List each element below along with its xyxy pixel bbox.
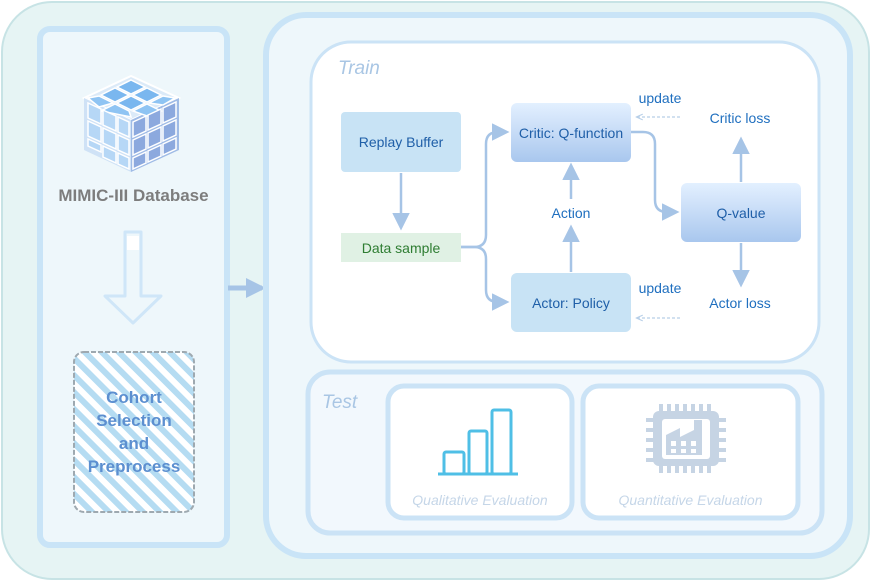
critic-update-label: update: [638, 90, 682, 106]
actor-node: [511, 273, 631, 332]
cohort-line-4: Preprocess: [87, 457, 181, 476]
cohort-label: Cohort Selection and Preprocess: [74, 352, 194, 512]
actor-label: Actor: Policy: [532, 294, 610, 311]
database-cube-icon: [81, 74, 182, 172]
cohort-box: [73, 351, 195, 513]
qualitative-card: [385, 383, 575, 521]
test-title: Test: [322, 392, 358, 413]
cohort-line-3: and: [118, 434, 150, 453]
q-value-node: [681, 183, 801, 242]
train-title: Train: [338, 58, 380, 79]
train-arrows: [392, 123, 750, 311]
actor-update-label: update: [638, 280, 682, 296]
bar-chart-icon: [438, 408, 518, 476]
critic-label: Critic: Q-function: [518, 124, 624, 141]
action-label: Action: [551, 205, 591, 221]
critic-loss-label: Critic loss: [709, 110, 771, 126]
update-arrows: [637, 117, 680, 318]
qualitative-label: Qualitative Evaluation: [412, 492, 548, 508]
replay-buffer-node: [341, 112, 461, 172]
down-arrow: [103, 230, 163, 325]
quantitative-label: Quantitative Evaluation: [618, 492, 763, 508]
cohort-line-2: Selection: [96, 411, 172, 430]
cohort-line-1: Cohort: [106, 388, 162, 407]
actor-loss-label: Actor loss: [709, 295, 771, 311]
data-sample-node: [341, 233, 461, 262]
critic-node: [511, 103, 631, 162]
q-value-label: Q-value: [716, 204, 766, 221]
replay-buffer-label: Replay Buffer: [358, 134, 444, 150]
database-label: MIMIC-III Database: [58, 186, 209, 205]
chip-icon: [646, 404, 726, 473]
data-sample-label: Data sample: [361, 239, 441, 256]
